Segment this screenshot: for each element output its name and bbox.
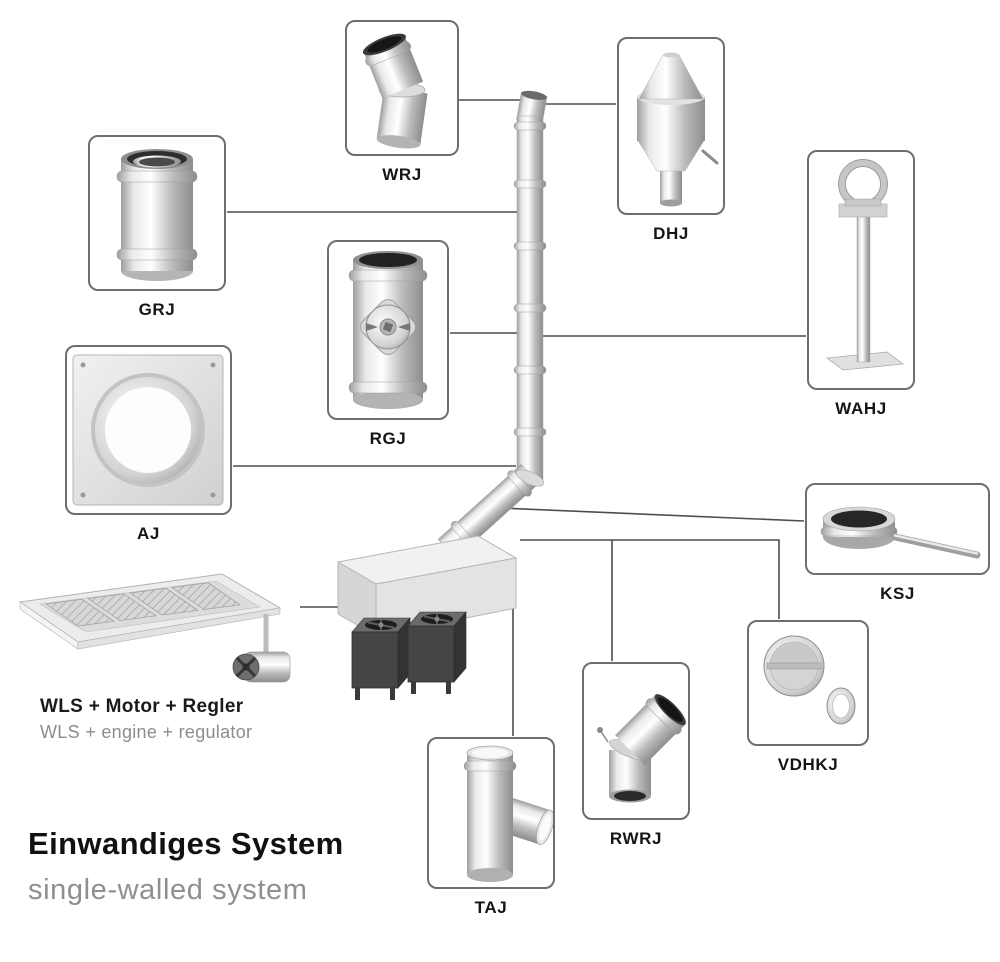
fan-units-illustration [351,611,467,700]
part-aj: AJ [65,345,232,544]
part-ksj-label: KSJ [880,584,915,603]
part-rwrj-label: RWRJ [609,829,663,848]
part-wahj-frame [807,150,915,390]
part-vdhkj: VDHKJ [747,620,869,775]
title-block: Einwandiges System single-walled system [28,826,344,907]
ksj-cap-illustration [820,506,981,559]
part-aj-frame [65,345,232,515]
system-title-de: Einwandiges System [28,826,344,861]
wls-label-block: WLS + Motor + Regler WLS + engine + regu… [40,696,252,743]
part-wrj-frame [345,20,459,156]
wls-label-en: WLS + engine + regulator [40,722,253,742]
grj-pipe-illustration [116,149,198,281]
part-vdhkj-label: VDHKJ [777,755,839,774]
part-grj-frame [88,135,226,291]
part-rwrj: RWRJ [582,662,690,849]
wls-hood-illustration [18,573,291,683]
part-rgj: RGJ [327,240,449,449]
part-wahj: WAHJ [807,150,915,419]
wls-label-de: WLS + Motor + Regler [40,696,244,717]
part-vdhkj-frame [747,620,869,746]
part-ksj: KSJ [805,483,990,604]
part-rgj-label: RGJ [369,429,407,448]
part-taj: TAJ [427,737,555,918]
part-taj-label: TAJ [474,898,508,917]
part-rgj-frame [327,240,449,420]
wrj-elbow-illustration [362,33,428,149]
part-dhj-label: DHJ [653,224,689,243]
wahj-support-illustration [825,159,905,371]
part-dhj-frame [617,37,725,215]
rgj-inspection-pipe-illustration [348,251,428,409]
part-wahj-label: WAHJ [835,399,887,418]
part-wrj-label: WRJ [382,165,422,184]
part-grj: GRJ [88,135,226,320]
part-rwrj-frame [582,662,690,820]
vdhkj-regulator-illustration [763,635,856,725]
taj-tee-illustration [463,745,553,882]
connector-lines [227,99,806,736]
part-grj-label: GRJ [138,300,176,319]
chimney-illustration [437,90,548,559]
dhj-cowl-illustration [636,52,719,207]
part-taj-frame [427,737,555,889]
part-wrj: WRJ [345,20,459,185]
aj-wall-plate-illustration [72,354,224,506]
central-hood-illustration [336,535,518,637]
part-ksj-frame [805,483,990,575]
system-title-en: single-walled system [28,874,308,906]
connector-vdhkj [520,539,780,619]
connector-ksj [499,507,805,522]
rwrj-elbow-illustration [597,694,686,803]
part-dhj: DHJ [617,37,725,244]
part-aj-label: AJ [137,524,160,543]
